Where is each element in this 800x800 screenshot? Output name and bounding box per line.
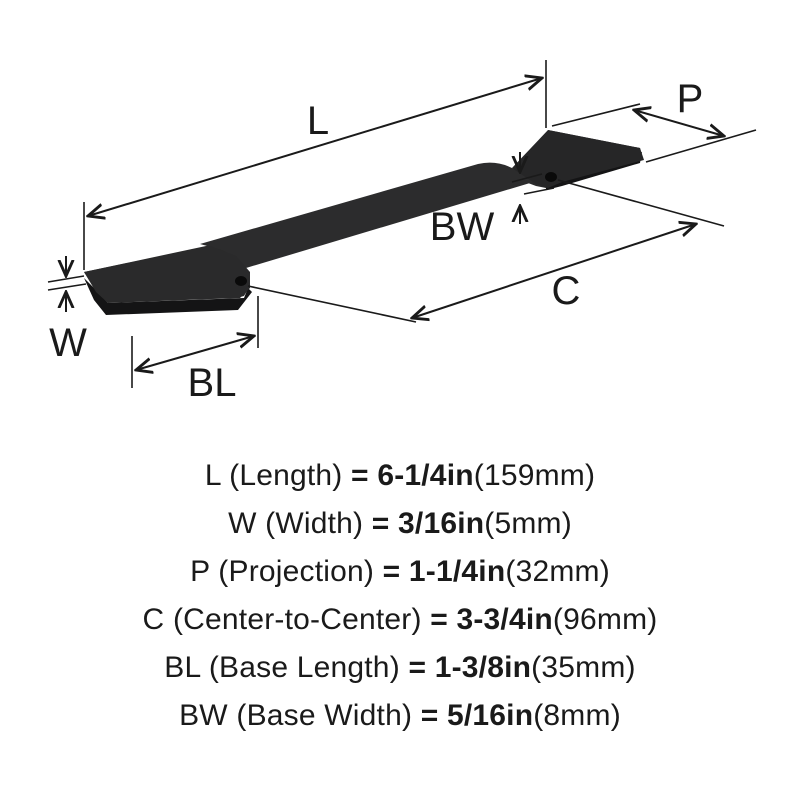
spec-code: C [142, 603, 165, 636]
spec-metric-value: (35mm) [531, 651, 636, 684]
spec-imperial-value: 1-3/8in [434, 651, 532, 684]
spec-equals: = [371, 507, 390, 540]
spec-name: (Base Width) [236, 699, 413, 732]
spec-name: (Projection) [218, 555, 375, 588]
spec-equals: = [382, 555, 401, 588]
width-dimension: W [47, 256, 87, 365]
base-width-label: BW [430, 205, 495, 249]
left-screw-hole [235, 276, 247, 286]
spec-imperial-value: 3-3/4in [456, 603, 553, 636]
spec-metric-value: (8mm) [533, 699, 621, 732]
spec-code: L [204, 459, 221, 492]
spec-imperial-value: 1-1/4in [408, 555, 506, 588]
length-dimension: L [83, 60, 547, 270]
projection-dimension: P [551, 77, 757, 163]
spec-equals: = [420, 699, 439, 732]
spec-code: P [190, 555, 210, 588]
specification-list: L (Length) = 6-1/4in(159mm) W (Width) = … [0, 452, 800, 740]
spec-imperial-value: 3/16in [398, 507, 485, 540]
spec-code: BW [179, 699, 228, 732]
spec-code: W [228, 507, 257, 540]
center-to-center-dimension: C [247, 179, 725, 323]
spec-metric-value: (32mm) [505, 555, 610, 588]
spec-imperial-value: 6-1/4in [377, 459, 474, 492]
spec-code: BL [164, 651, 201, 684]
spec-name: (Width) [265, 507, 364, 540]
spec-row-length: L (Length) = 6-1/4in(159mm) [0, 452, 800, 500]
spec-name: (Base Length) [208, 651, 400, 684]
spec-metric-value: (5mm) [484, 507, 572, 540]
right-screw-hole [545, 172, 557, 182]
spec-name: (Center-to-Center) [172, 603, 422, 636]
spec-row-projection: P (Projection) = 1-1/4in(32mm) [0, 548, 800, 596]
base-length-label: BL [188, 361, 237, 405]
spec-metric-value: (159mm) [473, 459, 596, 492]
spec-row-base-width: BW (Base Width) = 5/16in(8mm) [0, 692, 800, 740]
spec-equals: = [408, 651, 427, 684]
spec-name: (Length) [229, 459, 343, 492]
spec-equals: = [351, 459, 369, 492]
spec-imperial-value: 5/16in [446, 699, 534, 732]
spec-row-base-length: BL (Base Length) = 1-3/8in(35mm) [0, 644, 800, 692]
handle-side-face [84, 278, 252, 315]
handle-dimension-diagram: L P BW C W BL [47, 60, 757, 405]
width-label: W [49, 321, 87, 365]
center-to-center-label: C [552, 269, 581, 313]
length-label: L [307, 99, 329, 143]
spec-metric-value: (96mm) [552, 603, 658, 636]
projection-label: P [677, 77, 704, 121]
base-length-dimension: BL [131, 296, 259, 405]
spec-row-center-to-center: C (Center-to-Center) = 3-3/4in(96mm) [0, 596, 800, 644]
spec-row-width: W (Width) = 3/16in(5mm) [0, 500, 800, 548]
handle-left-base-top [84, 246, 250, 302]
spec-equals: = [430, 603, 448, 636]
